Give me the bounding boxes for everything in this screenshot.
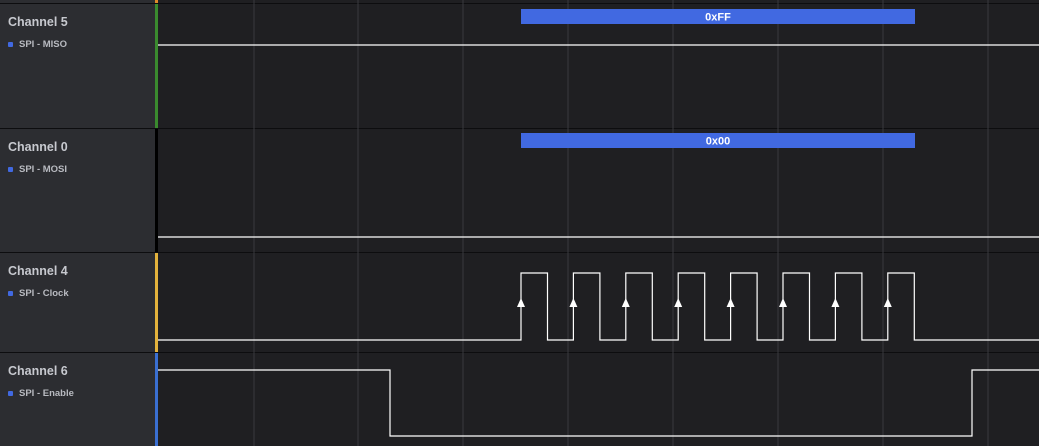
decode-value-miso: 0xFF: [705, 12, 731, 24]
row-divider: [0, 252, 1039, 253]
waveform-channel-6: [158, 369, 1039, 437]
rising-edge-arrow-icon: [779, 298, 787, 307]
channel-analyzer-tag[interactable]: SPI - Enable: [8, 388, 74, 399]
waveform-channel-4: [158, 272, 1039, 341]
channel-row-4: Channel 4 SPI - Clock: [0, 253, 1039, 352]
channel-row-5: Channel 5 SPI - MISO: [0, 4, 1039, 128]
analyzer-dot-icon: [8, 42, 13, 47]
channel-analyzer-tag[interactable]: SPI - Clock: [8, 288, 69, 299]
channel-name: Channel 5: [8, 15, 68, 29]
analyzer-label: SPI - Clock: [19, 288, 69, 299]
channel-label-panel[interactable]: Channel 0 SPI - MOSI: [0, 129, 155, 252]
decode-bubble-miso[interactable]: [521, 9, 915, 24]
channel-label-panel[interactable]: Channel 4 SPI - Clock: [0, 253, 155, 352]
analyzer-dot-icon: [8, 391, 13, 396]
rising-edge-arrow-icon: [883, 298, 892, 307]
channel-analyzer-tag[interactable]: SPI - MOSI: [8, 164, 67, 175]
channel-name: Channel 6: [8, 364, 68, 378]
channel-color-strip: [155, 129, 158, 252]
rising-edge-arrow-icon: [517, 298, 525, 307]
decode-bubble-mosi[interactable]: [521, 133, 915, 148]
rising-edge-arrow-icon: [569, 298, 578, 307]
channel-color-strip: [155, 253, 158, 352]
channel-name: Channel 4: [8, 264, 68, 278]
channel-row-6: Channel 6 SPI - Enable: [0, 353, 1039, 446]
rising-edge-arrow-icon: [621, 298, 630, 307]
channel-color-strip: [155, 4, 158, 128]
channel-label-panel[interactable]: Channel 5 SPI - MISO: [0, 4, 155, 128]
time-grid: [253, 0, 989, 446]
channel-analyzer-tag[interactable]: SPI - MISO: [8, 39, 67, 50]
rising-edge-arrow-icon: [726, 298, 735, 307]
analyzer-dot-icon: [8, 291, 13, 296]
channel-name: Channel 0: [8, 140, 68, 154]
analyzer-label: SPI - Enable: [19, 388, 74, 399]
decode-value-mosi: 0x00: [706, 136, 730, 148]
analyzer-label: SPI - MOSI: [19, 164, 68, 175]
channel-color-strip: [155, 353, 158, 446]
channel-row-0: Channel 0 SPI - MOSI: [0, 129, 1039, 252]
row-divider: [0, 128, 1039, 129]
clock-line: [158, 272, 1039, 341]
row-divider: [0, 3, 1039, 4]
channel-label-panel[interactable]: Channel 6 SPI - Enable: [0, 353, 155, 446]
row-divider: [0, 352, 1039, 353]
rising-edge-arrow-icon: [674, 298, 683, 307]
analyzer-label: SPI - MISO: [19, 39, 68, 50]
analyzer-dot-icon: [8, 167, 13, 172]
time-cursor-marker[interactable]: [155, 0, 158, 3]
rising-edge-arrow-icon: [831, 298, 840, 307]
